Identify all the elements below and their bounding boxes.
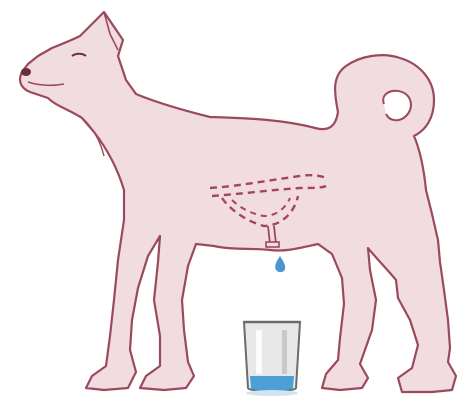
fistula-opening bbox=[266, 242, 279, 247]
collection-beaker bbox=[244, 322, 300, 391]
dog-nose bbox=[21, 68, 31, 76]
gastric-juice-drop bbox=[275, 256, 285, 272]
tail-loop bbox=[383, 91, 411, 121]
dog-body bbox=[20, 12, 456, 392]
beaker-shadow bbox=[246, 390, 298, 396]
